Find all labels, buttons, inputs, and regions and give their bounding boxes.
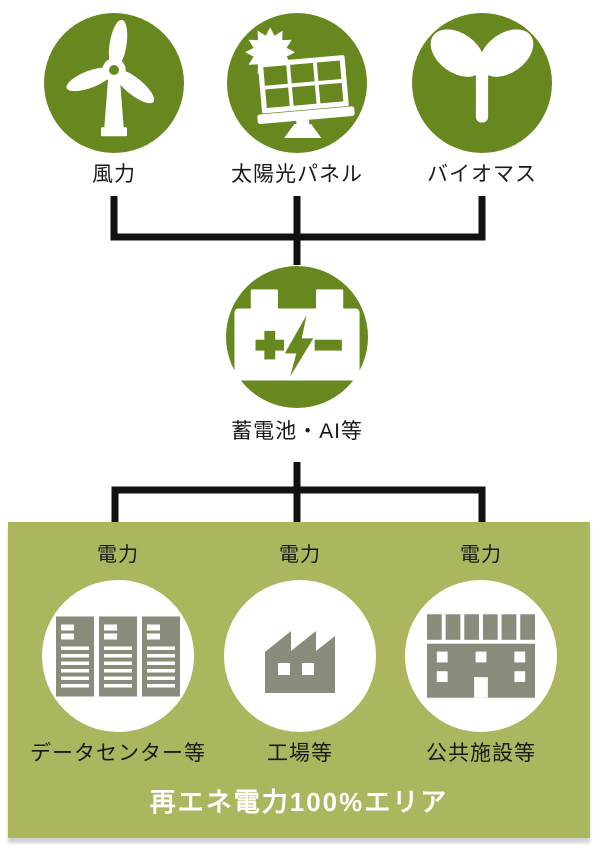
wind-label: 風力	[92, 163, 136, 186]
power-label-factory: 電力	[279, 544, 321, 566]
datacenter-label: データセンター等	[30, 742, 206, 765]
node-public: 電力	[371, 522, 591, 767]
wind-circle	[44, 13, 184, 153]
renewable-area: 電力	[8, 522, 590, 838]
node-solar: 太陽光パネル	[197, 13, 397, 188]
node-biomass: バイオマス	[382, 13, 582, 188]
node-factory: 電力 工場等	[190, 522, 410, 767]
sprout-icon	[430, 29, 534, 123]
public-building-icon	[427, 614, 535, 698]
wind-turbine-icon	[66, 19, 155, 137]
solar-panel-icon	[245, 27, 355, 139]
public-circle	[405, 580, 557, 732]
power-label-public: 電力	[460, 544, 502, 566]
storage-circle	[226, 266, 368, 408]
biomass-circle	[412, 13, 552, 153]
solar-label: 太陽光パネル	[231, 163, 363, 186]
server-racks-icon	[56, 616, 180, 696]
factory-circle	[224, 580, 376, 732]
storage-label: 蓄電池・AI等	[231, 420, 363, 443]
node-datacenter: 電力	[8, 522, 228, 767]
biomass-label: バイオマス	[427, 163, 537, 186]
node-wind: 風力	[14, 13, 214, 188]
solar-circle	[227, 13, 367, 153]
public-label: 公共施設等	[426, 742, 536, 765]
datacenter-circle	[42, 580, 194, 732]
area-title: 再エネ電力100%エリア	[149, 787, 449, 817]
node-storage: 蓄電池・AI等	[197, 266, 397, 445]
battery-icon	[234, 289, 360, 381]
factory-label: 工場等	[267, 742, 333, 765]
power-label-datacenter: 電力	[97, 544, 139, 566]
factory-icon	[265, 631, 335, 693]
connector-path	[110, 196, 486, 543]
